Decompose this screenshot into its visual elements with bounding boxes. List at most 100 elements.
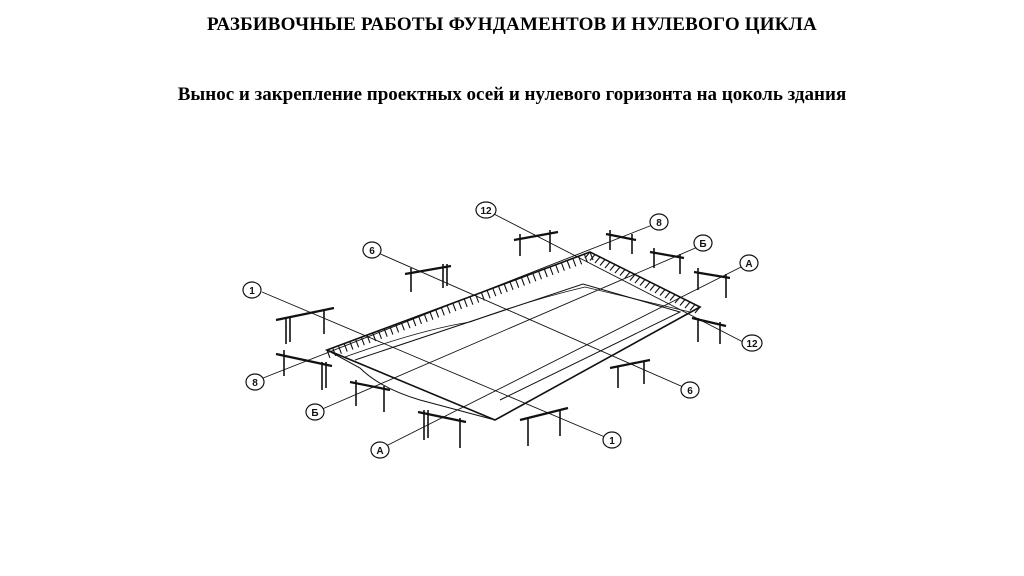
slope-tick [486,290,491,299]
slope-tick [343,343,348,352]
slope-tick [599,259,606,266]
axis-line-12 [491,212,746,344]
slope-tick [446,305,451,314]
axis-label-right-12: 12 [746,339,758,350]
slope-tick [614,266,621,274]
axis-marker-top-B: Б [693,234,713,252]
slide-title: РАЗБИВОЧНЫЕ РАБОТЫ ФУНДАМЕНТОВ И НУЛЕВОГ… [207,14,817,35]
board-right-6 [609,358,651,388]
axis-marker-right-6: 6 [680,381,700,399]
slope-tick [423,313,428,322]
axis-line-B [319,245,701,411]
board-top-right-8 [605,230,637,254]
axis-marker-top-6: 6 [362,241,382,259]
axis-label-top-6: 6 [369,246,375,257]
slope-tick [624,271,631,279]
slope-tick [452,302,457,312]
slope-tick [469,296,474,305]
slope-tick [572,258,577,267]
slope-tick [435,309,440,318]
axis-marker-right-12: 12 [741,334,763,352]
slope-tick [332,347,337,357]
slope-tick [492,288,497,297]
axis-label-top-B: Б [699,239,706,250]
board-left-1 [275,306,335,344]
slope-tick [549,266,554,276]
axis-marker-left-A: А [370,441,390,459]
slope-tick [520,277,525,286]
axis-marker-left-8: 8 [245,373,265,391]
slope-tick [609,264,616,271]
axis-marker-top-12: 12 [475,201,497,219]
slope-tick [583,253,588,263]
slope-tick [679,299,686,306]
axis-marker-bottom-1: 1 [602,431,622,449]
axis-line-6 [375,251,691,391]
slope-tick [349,341,354,350]
slope-tick [634,276,641,284]
slope-tick [337,345,342,354]
axis-label-right-6: 6 [687,386,693,397]
axis-line-8 [257,221,661,381]
axis-markers: 12 8 6 Б А 1 8 Б [242,201,763,459]
axis-marker-top-A: А [739,254,759,272]
axis-marker-top-8: 8 [649,213,669,231]
axis-line-1 [261,291,613,441]
slope-tick [532,273,537,282]
slope-tick [669,294,676,301]
slope-tick [355,339,360,348]
slope-tick [526,275,531,284]
slope-tick [684,301,691,309]
axis-lines [257,212,748,449]
board-top-left [404,264,452,292]
pit-top-edge [324,251,702,421]
pit-near-wall [326,349,496,421]
board-right-12 [691,316,727,344]
excavation-pit [324,251,702,421]
slope-tick [639,279,646,286]
slope-tick [417,315,423,325]
axis-label-left-8: 8 [252,378,258,389]
pit-bottom-contour [344,286,691,358]
slope-tick [689,304,696,311]
slope-tick [440,307,445,316]
axis-label-top-8: 8 [656,218,662,229]
slope-tick [644,281,651,289]
board-left-8 [275,350,333,390]
slope-tick [515,279,520,288]
slope-tick [457,300,463,310]
pit-slope-hatching [326,251,701,359]
axis-marker-left-1: 1 [242,281,262,299]
slope-tick [649,284,656,291]
slope-tick [566,260,571,269]
slope-tick [629,274,636,281]
slope-tick [326,349,331,359]
axis-label-left-A: А [376,446,383,457]
slope-tick [664,291,671,299]
axis-marker-left-B: Б [305,403,325,421]
slope-tick [584,251,591,259]
slope-tick [654,286,661,294]
slope-tick [555,264,560,273]
board-top-center [513,230,559,256]
slope-tick [497,285,503,295]
axis-label-top-A: А [745,259,752,270]
slope-tick [604,261,611,269]
slope-tick [537,271,543,280]
slope-tick [589,254,596,261]
axis-label-left-B: Б [311,408,318,419]
board-left-B [349,380,391,412]
slope-tick [463,298,468,308]
slope-tick [619,269,626,276]
slide-subtitle: Вынос и закрепление проектных осей и нул… [177,84,847,105]
board-bottom-A [417,410,467,448]
slope-tick [659,289,666,296]
slope-tick [360,337,365,346]
slope-tick [509,281,514,290]
axis-label-left-1: 1 [249,286,255,297]
board-top-right-B [649,248,685,274]
slope-tick [543,268,548,278]
slope-tick [429,311,434,320]
slope-tick [594,256,601,264]
